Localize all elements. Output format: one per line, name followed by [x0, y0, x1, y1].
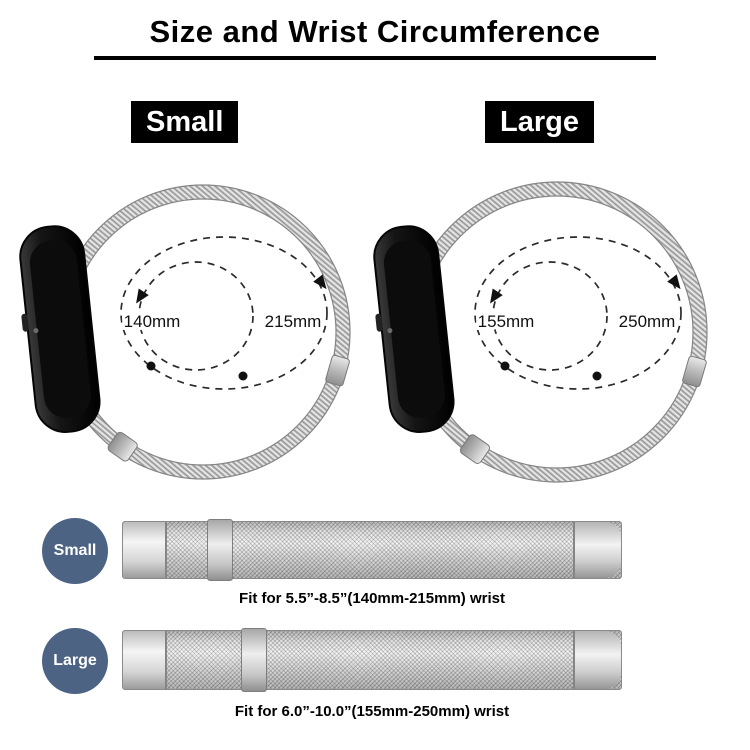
band-end-connector [107, 431, 138, 462]
band-ring [407, 182, 707, 482]
large-size-dot: Large [42, 628, 108, 694]
magnetic-clasp [682, 355, 707, 388]
outer-circumference-ellipse [120, 236, 328, 390]
watch-button [21, 313, 29, 332]
large-outer-measure-label: 250mm [619, 312, 676, 331]
inner-circumference-ellipse [138, 261, 254, 371]
band-right-clasp [573, 631, 621, 689]
magnetic-clasp [325, 354, 350, 387]
inner-ellipse-dot [500, 361, 510, 371]
band-slider-clasp [207, 519, 233, 581]
inner-arrow-icon [136, 288, 149, 304]
band-left-clasp [123, 631, 167, 689]
small-flat-band-image [122, 519, 622, 581]
watch-button [375, 313, 383, 332]
small-inner-measure-label: 140mm [124, 312, 181, 331]
watch-mic-hole [387, 328, 393, 334]
large-inner-measure-label: 155mm [478, 312, 535, 331]
band-right-clasp [573, 522, 621, 578]
smartwatch [19, 225, 101, 433]
band-ring-inner-edge [69, 198, 337, 466]
outer-arrow-icon [667, 274, 681, 290]
band-ring-inner-edge [420, 195, 694, 469]
small-fit-text: Fit for 5.5”-8.5”(140mm-215mm) wrist [239, 590, 505, 607]
outer-circumference-ellipse [474, 236, 682, 390]
inner-arrow-icon [490, 288, 503, 304]
band-end-connector [459, 434, 491, 464]
small-band-svg: 140mm 215mm [19, 184, 351, 480]
outer-ellipse-dot [592, 371, 602, 381]
inner-ellipse-dot [146, 361, 156, 371]
page-title: Size and Wrist Circumference [149, 14, 601, 49]
large-fit-text: Fit for 6.0”-10.0”(155mm-250mm) wrist [234, 703, 510, 720]
large-flat-band-image [122, 628, 622, 692]
outer-ellipse-dot [238, 371, 248, 381]
large-band-svg: 155mm 250mm [373, 181, 708, 483]
large-band-diagram: 155mm 250mm [372, 150, 742, 520]
small-outer-measure-label: 215mm [265, 312, 322, 331]
smartwatch [373, 225, 455, 433]
small-size-badge: Small [131, 101, 239, 143]
inner-circumference-ellipse [492, 261, 608, 371]
band-left-clasp [123, 522, 167, 578]
band-slider-clasp [241, 628, 267, 692]
small-size-dot: Small [42, 518, 108, 584]
title-underline [94, 56, 656, 60]
outer-arrow-icon [313, 274, 327, 290]
small-band-diagram: 140mm 215mm [18, 150, 388, 520]
band-ring [56, 185, 350, 479]
watch-mic-hole [33, 328, 39, 334]
large-size-badge: Large [485, 101, 594, 143]
